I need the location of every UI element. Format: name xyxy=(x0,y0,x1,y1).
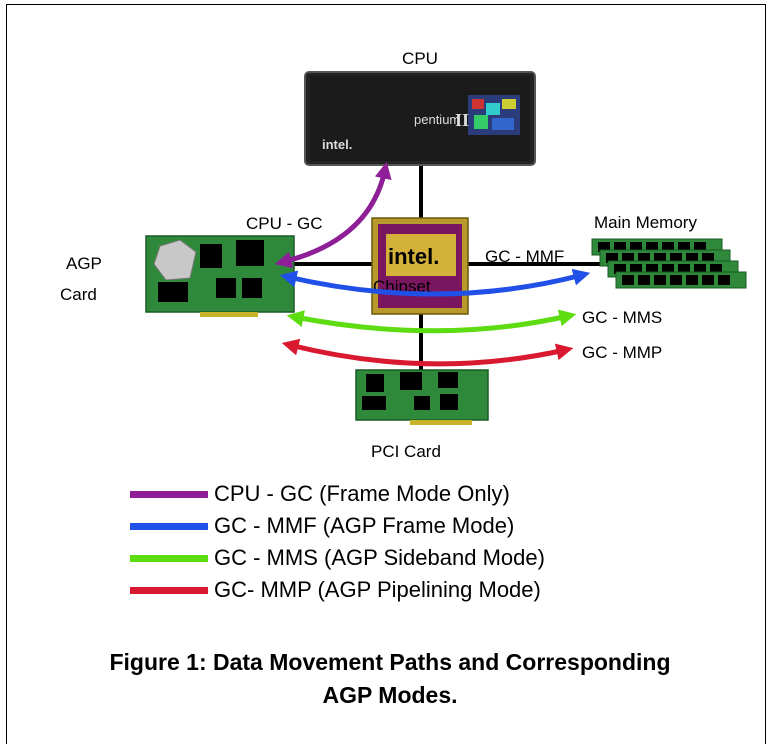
path-cpu-gc xyxy=(274,161,392,269)
legend-label: GC- MMP (AGP Pipelining Mode) xyxy=(214,577,541,602)
cpu-maker-text: intel. xyxy=(322,137,352,152)
figure-caption: Figure 1: Data Movement Paths and Corres… xyxy=(40,646,740,712)
path-gc-mmp xyxy=(281,338,574,367)
caption-line-2: AGP Modes. xyxy=(322,682,458,708)
legend-item-gc-mms: GC - MMS (AGP Sideband Mode) xyxy=(130,542,545,574)
pci-card xyxy=(355,369,489,425)
memory-stick xyxy=(615,271,747,289)
path-label-gc-mmp: GC - MMP xyxy=(582,343,662,362)
legend-swatch xyxy=(130,522,208,530)
legend-label: GC - MMS (AGP Sideband Mode) xyxy=(214,545,545,570)
legend-item-cpu-gc: CPU - GC (Frame Mode Only) xyxy=(130,478,510,510)
path-gc-mmf xyxy=(279,268,591,297)
legend-label: GC - MMF (AGP Frame Mode) xyxy=(214,513,515,538)
pci-label: PCI Card xyxy=(371,442,441,461)
agp-connector xyxy=(200,312,258,317)
agp-card xyxy=(145,235,295,317)
legend-swatch xyxy=(130,554,208,562)
chipset: intel. Chipset xyxy=(371,217,469,315)
legend-item-gc-mmf: GC - MMF (AGP Frame Mode) xyxy=(130,510,514,542)
cpu-chip: pentium II intel. xyxy=(304,71,536,166)
path-label-gc-mms: GC - MMS xyxy=(582,308,662,327)
agp-label-line2: Card xyxy=(60,285,97,304)
agp-label-line1: AGP xyxy=(66,254,102,273)
path-gc-mms xyxy=(286,309,577,334)
legend-item-gc-mmp: GC- MMP (AGP Pipelining Mode) xyxy=(130,574,541,606)
caption-line-1: Figure 1: Data Movement Paths and Corres… xyxy=(109,649,671,675)
figure-frame xyxy=(6,4,766,744)
cpu-model-text: II xyxy=(455,110,469,130)
cpu-brand-text: pentium xyxy=(414,112,460,127)
path-label-cpu-gc: CPU - GC xyxy=(246,214,323,233)
chipset-maker-text: intel. xyxy=(388,244,439,269)
cpu-label: CPU xyxy=(402,49,438,68)
pci-connector xyxy=(410,420,472,425)
legend-swatch xyxy=(130,490,208,498)
path-label-gc-mmf: GC - MMF xyxy=(485,247,564,266)
agp-heatsink xyxy=(153,239,197,281)
legend-swatch xyxy=(130,586,208,594)
legend-label: CPU - GC (Frame Mode Only) xyxy=(214,481,510,506)
main-memory xyxy=(591,238,747,289)
main-memory-label: Main Memory xyxy=(594,213,697,232)
